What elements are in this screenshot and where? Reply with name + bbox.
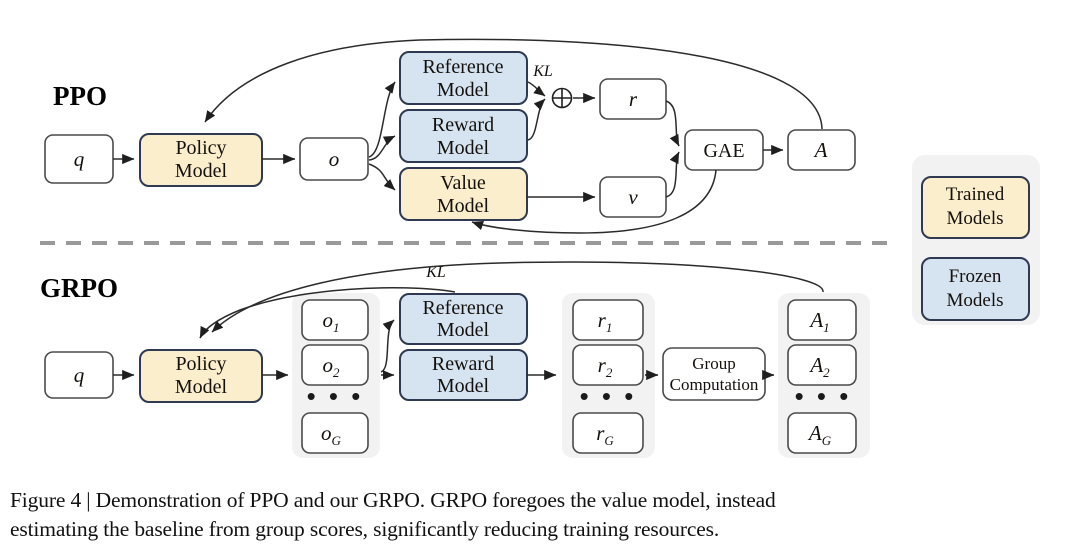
grpo-reward-model-label-2: Model <box>437 375 490 397</box>
ppo-feedback-advantage-to-policy <box>204 38 823 130</box>
ppo-arrow-output-to-reward <box>368 135 396 161</box>
legend-frozen-box <box>921 257 1030 321</box>
ppo-arrow-reference-to-sum <box>527 81 546 97</box>
grpo-advantage-box-g <box>787 412 857 454</box>
grpo-advantages-ellipsis: • • • <box>795 381 852 411</box>
ppo-query-label: q <box>74 147 85 171</box>
grpo-policy-model-label-1: Policy <box>175 353 226 375</box>
ppo-output-box <box>299 137 369 181</box>
ppo-reward-model-label-1: Reward <box>432 114 494 136</box>
grpo-advantage-label-g: AG <box>807 421 832 448</box>
grpo-reference-model-label-1: Reference <box>422 297 503 319</box>
grpo-advantage-label-1: A1 <box>808 308 829 335</box>
ppo-policy-model-box <box>139 133 263 187</box>
grpo-rewards-ellipsis: • • • <box>580 381 637 411</box>
grpo-policy-model-label-2: Model <box>175 376 228 398</box>
grpo-reward-label-2: r2 <box>598 353 613 380</box>
ppo-arrow-reward-to-sum <box>527 98 546 141</box>
grpo-output-box-1 <box>301 299 369 341</box>
grpo-output-label-g: oG <box>321 421 342 448</box>
grpo-kl-label: KL <box>425 264 446 281</box>
grpo-title: GRPO <box>40 273 118 303</box>
grpo-group-computation-label-2: Computation <box>670 375 759 394</box>
grpo-group-computation-label-1: Group <box>692 354 735 373</box>
ppo-reference-model-label-2: Model <box>437 79 490 101</box>
grpo-arrow-outputs-to-reference <box>380 319 395 373</box>
ppo-kl-label: KL <box>532 63 553 80</box>
grpo-reward-box-g <box>572 412 644 454</box>
ppo-policy-model-label-1: Policy <box>175 137 226 159</box>
ppo-reward-var-label: r <box>629 87 638 111</box>
ppo-policy-model-label-2: Model <box>175 160 228 182</box>
ppo-arrow-output-to-value <box>368 163 396 191</box>
ppo-reward-model-label-2: Model <box>437 137 490 159</box>
ppo-reference-model-box <box>399 51 528 105</box>
grpo-outputs-ellipsis: • • • <box>307 381 364 411</box>
ppo-advantage-box <box>787 129 856 171</box>
grpo-reward-box-2 <box>572 344 644 386</box>
grpo-output-box-2 <box>301 344 369 386</box>
ppo-output-label: o <box>329 147 340 171</box>
legend-frozen-label-2: Models <box>947 290 1004 311</box>
diagram-svg: PPO q Policy Model o Reference Model Rew… <box>40 38 1040 458</box>
grpo-reward-model-label-1: Reward <box>432 353 494 375</box>
grpo-advantage-label-2: A2 <box>808 353 830 380</box>
grpo-advantage-box-1 <box>787 299 857 341</box>
grpo-reward-label-g: rG <box>596 421 614 448</box>
ppo-value-model-box <box>399 167 528 221</box>
ppo-gae-label: GAE <box>703 140 744 162</box>
ppo-reward-model-box <box>399 109 528 163</box>
ppo-advantage-label: A <box>813 138 828 162</box>
ppo-arrow-value-var-to-gae <box>665 151 680 198</box>
ppo-value-var-label: v <box>628 185 638 209</box>
grpo-reward-box-1 <box>572 299 644 341</box>
legend-trained-box <box>921 176 1030 239</box>
grpo-policy-model-box <box>139 349 263 403</box>
ppo-value-model-label-1: Value <box>440 172 486 194</box>
grpo-reference-model-box <box>399 293 528 345</box>
figure-caption: Figure 4 | Demonstration of PPO and our … <box>10 486 1072 543</box>
grpo-feedback-reference-to-policy <box>199 287 456 339</box>
grpo-reward-label-1: r1 <box>598 308 613 335</box>
legend-trained-label-1: Trained <box>946 184 1005 205</box>
grpo-query-label: q <box>74 363 85 387</box>
grpo-advantage-box-2 <box>787 344 857 386</box>
figure-caption-line-2: estimating the baseline from group score… <box>10 516 720 541</box>
legend-trained-label-2: Models <box>947 208 1004 229</box>
figure-caption-line-1: Figure 4 | Demonstration of PPO and our … <box>10 488 776 512</box>
ppo-arrow-reward-var-to-gae <box>665 100 680 147</box>
ppo-title: PPO <box>53 81 107 111</box>
grpo-feedback-advantages-to-policy <box>211 261 824 333</box>
grpo-reference-model-label-2: Model <box>437 319 490 341</box>
grpo-output-box-g <box>301 412 369 454</box>
grpo-output-label-2: o2 <box>323 353 341 380</box>
grpo-output-label-1: o1 <box>323 308 340 335</box>
ppo-reward-var-box <box>599 78 667 120</box>
legend-frozen-label-1: Frozen <box>949 266 1002 287</box>
ppo-reference-model-label-1: Reference <box>422 56 503 78</box>
ppo-arrow-output-to-reference <box>368 81 396 158</box>
ppo-feedback-gae-to-value <box>471 169 717 234</box>
ppo-value-model-label-2: Model <box>437 195 490 217</box>
